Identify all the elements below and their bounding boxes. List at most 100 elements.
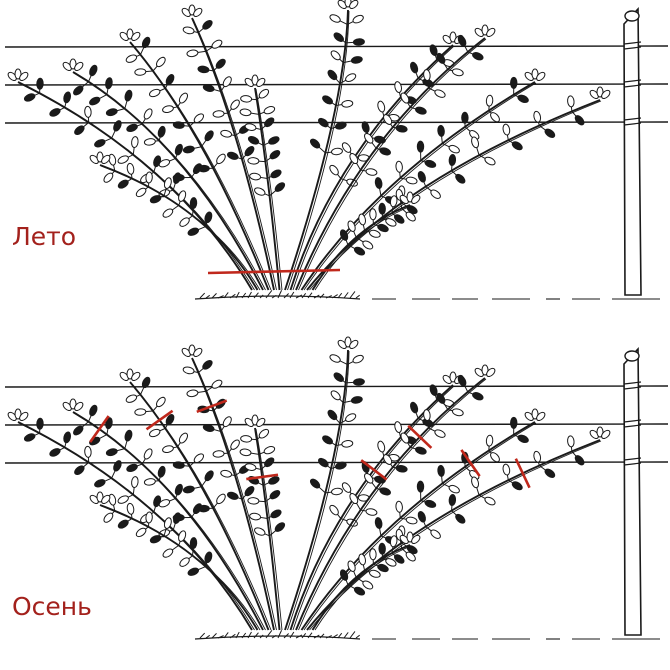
leaf-icon [73,85,84,96]
leaf-icon [451,68,464,77]
cut-mark-icon [145,409,174,431]
leaf-icon [349,493,359,505]
leaf-icon [62,61,72,72]
leaf-icon [448,484,460,494]
leaf-icon [103,172,114,183]
leaf-icon [394,81,403,93]
leaf-icon [385,558,397,567]
leaf-icon [322,435,333,445]
leaf-icon [125,394,138,403]
cane [300,68,546,291]
leaf-icon [322,95,333,105]
leaf-icon [511,141,523,151]
leaf-icon [247,157,260,165]
leaf-icon [341,482,352,493]
leaf-icon [162,208,174,218]
leaf-icon [256,417,266,428]
leaf-icon [377,563,389,573]
cut-mark-icon [407,424,433,449]
leaf-icon [249,512,262,521]
leaf-icon [23,93,36,102]
trellis-wire [4,45,669,48]
leaf-icon [263,446,276,455]
leaf-icon [158,499,171,508]
leaf-icon [352,378,365,386]
leaf-icon [74,125,85,136]
cut-mark-icon [460,449,481,477]
leaf-icon [165,74,175,86]
leaf-icon [329,354,341,363]
leaf-icon [337,339,347,350]
leaf-icon [471,476,480,489]
leaf-icon [574,455,585,466]
leaf-icon [410,401,419,414]
leaf-icon [258,88,270,99]
leaf-icon [36,417,44,430]
season-label-autumn: Осень [12,592,92,621]
leaf-icon [350,56,363,64]
leaf-icon [124,89,133,102]
leaf-icon [94,479,106,488]
leaf-icon [117,495,129,504]
leaf-icon [567,95,575,108]
leaf-icon [178,432,189,444]
leaf-icon [125,54,138,63]
leaf-icon [222,76,232,88]
leaf-icon [244,146,255,157]
leaf-icon [394,214,405,224]
leaf-icon [510,76,518,89]
cane [289,31,464,291]
leaf-icon [369,548,377,561]
trellis-post-icon [623,6,642,296]
leaf-icon [490,112,500,123]
leaf-icon [113,120,122,132]
cane [306,86,611,291]
leaf-icon [270,169,282,179]
leaf-icon [89,64,98,77]
leaf-icon [442,34,452,45]
leaf-icon [172,173,185,182]
leaf-icon [193,113,205,124]
leaf-icon [544,468,556,478]
leaf-icon [533,450,542,463]
leaf-icon [269,150,281,160]
leaf-icon [417,511,426,523]
leaf-icon [186,49,199,58]
leaf-icon [377,223,389,233]
leaf-icon [405,211,416,222]
leaf-icon [197,164,210,173]
leaf-icon [318,457,329,468]
leaf-icon [189,537,198,550]
leaf-icon [455,173,466,184]
leaf-icon [204,551,213,564]
leaf-icon [211,39,223,49]
leaf-icon [143,478,156,486]
leaf-icon [187,567,200,576]
leaf-icon [240,435,253,443]
leaf-icon [105,417,113,430]
leaf-icon [172,513,185,522]
leaf-icon [126,162,135,175]
leaf-icon [601,429,611,440]
leaf-icon [181,347,191,358]
trellis-wire [4,83,669,86]
leaf-icon [103,512,114,523]
leaf-icon [211,379,223,389]
leaf-icon [158,159,171,168]
trellis-post-icon [623,346,642,636]
leaf-icon [423,409,431,422]
leaf-icon [369,208,377,221]
leaf-icon [334,461,347,470]
leaf-icon [410,61,419,74]
leaf-icon [383,454,393,465]
leaf-icon [179,217,190,227]
leaf-icon [345,73,357,83]
leaf-icon [249,172,262,181]
leaf-icon [347,220,356,232]
leaf-icon [330,147,343,156]
leaf-icon [204,470,214,482]
leaf-icon [601,89,611,100]
leaf-icon [244,486,255,497]
leaf-icon [135,187,147,198]
